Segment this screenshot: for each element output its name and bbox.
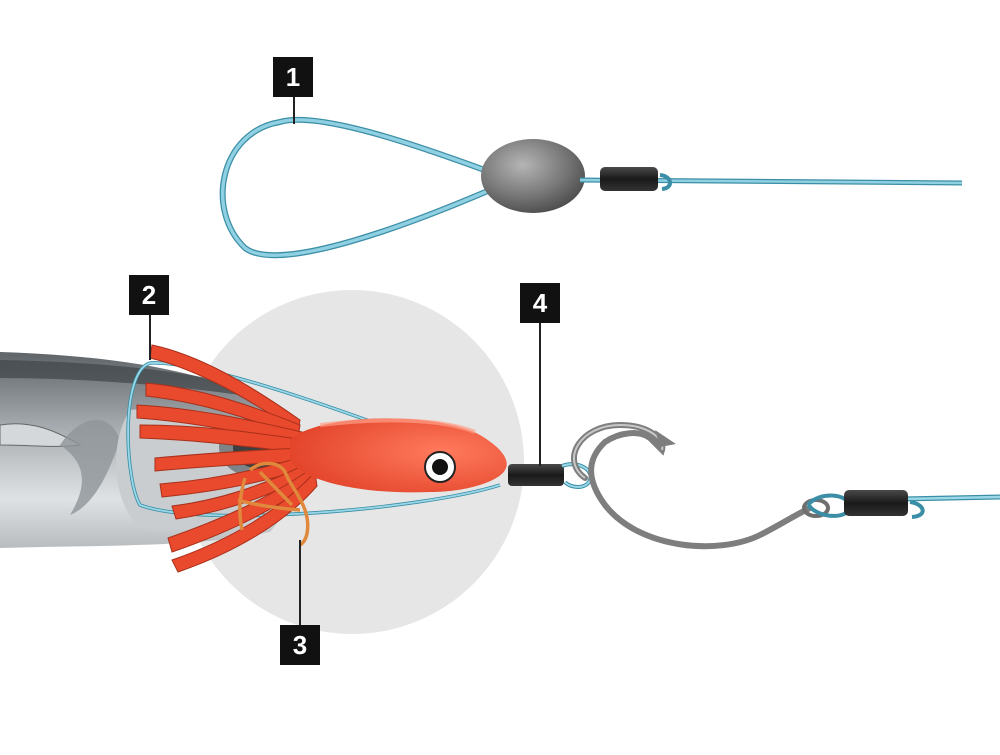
callout-3: 3 [280,625,320,665]
crimp-sleeve-bottom [844,490,908,516]
egg-sinker [481,139,585,213]
callout-1: 1 [273,57,313,97]
circle-hook [571,421,830,550]
loop-leader [219,116,493,259]
crimp-sleeve-hook [508,464,564,486]
crimp-sleeve-top [600,167,658,191]
rigging-band [237,461,310,547]
squid-skirt [136,344,507,573]
hook-leader [806,490,1000,519]
top-rig [219,116,963,259]
callout-4: 4 [520,283,560,323]
callout-2: 2 [129,275,169,315]
